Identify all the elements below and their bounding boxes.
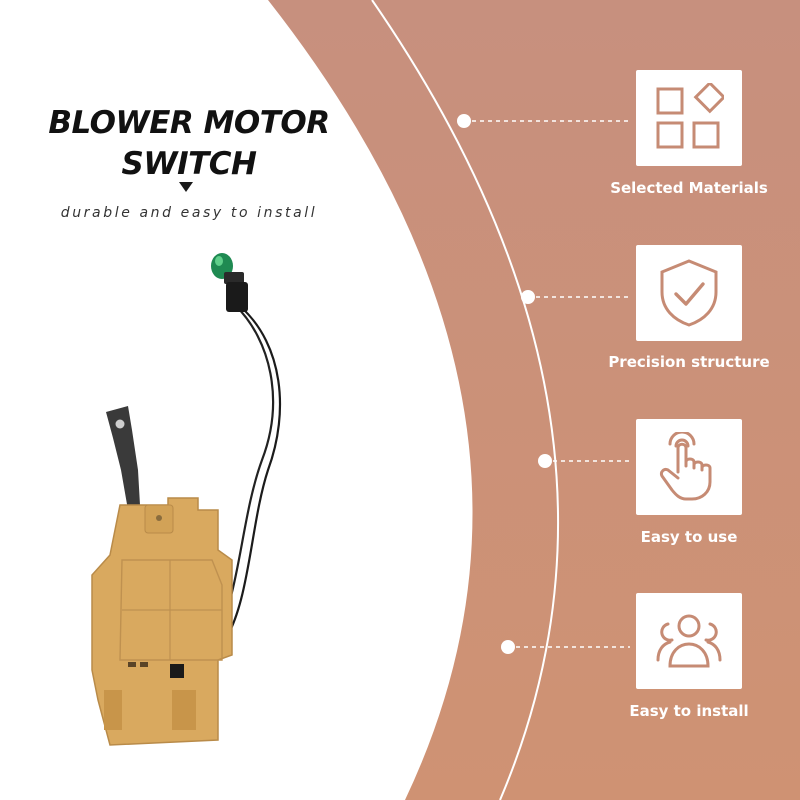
arrow-down-icon (179, 182, 193, 192)
hand-tap-icon (660, 432, 712, 501)
feature-label-materials: Selected Materials (610, 179, 768, 197)
feature-card-materials (636, 70, 742, 166)
feature-card-installation (636, 593, 742, 689)
feature-label-precision: Precision structure (608, 353, 770, 371)
feature-card-ease-of-use (636, 419, 742, 515)
product-title-line-1: BLOWER MOTOR (48, 105, 330, 141)
shield-check-icon (660, 259, 718, 327)
product-title: BLOWER MOTOR SWITCH (30, 103, 348, 185)
feature-card-precision (636, 245, 742, 341)
feature-label-installation: Easy to install (629, 702, 749, 720)
product-tagline: durable and easy to install (60, 205, 318, 221)
materials-grid-icon (656, 83, 724, 149)
feature-label-ease-of-use: Easy to use (640, 528, 738, 546)
product-title-line-2: SWITCH (121, 146, 257, 182)
users-icon (656, 614, 722, 668)
